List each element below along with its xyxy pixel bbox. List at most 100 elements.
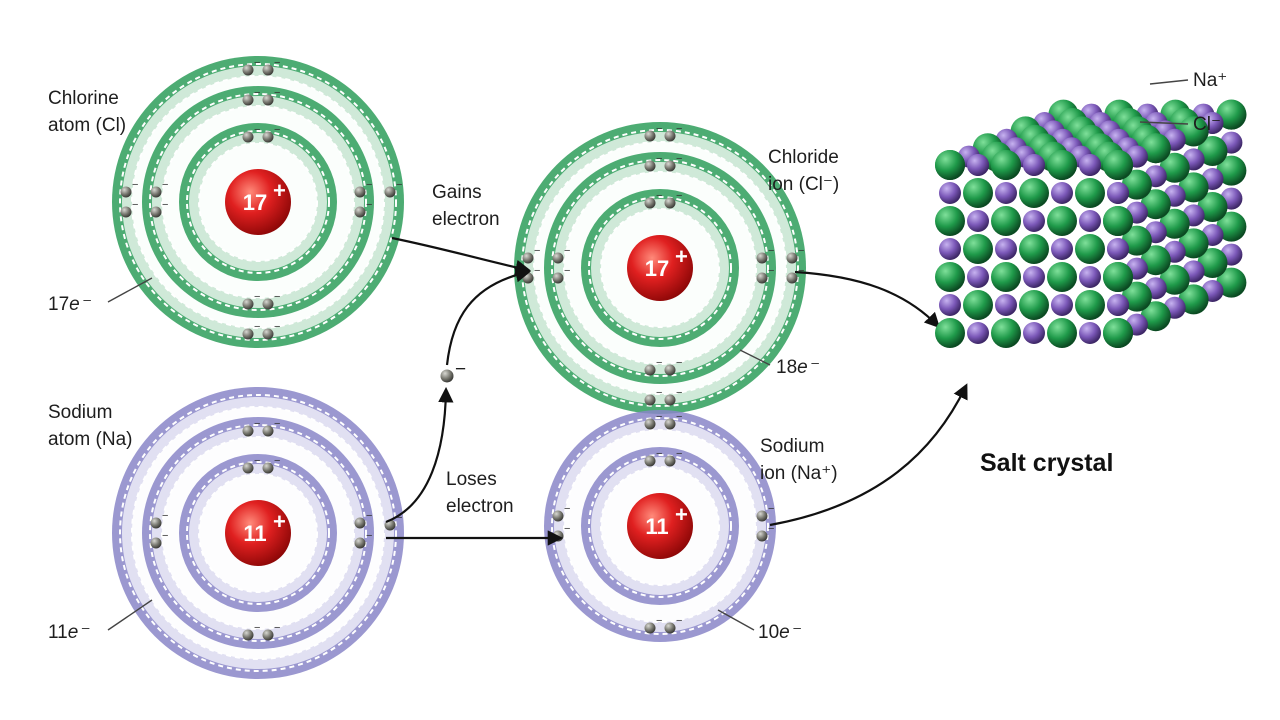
crystal-cl-ion-front-5-3 bbox=[1019, 290, 1049, 320]
crystal-cl-ion-right-1-3 bbox=[1121, 225, 1152, 256]
crystal-cl-ion-front-2-4 bbox=[1047, 206, 1077, 236]
na-ion-shell2-electron-8 bbox=[756, 530, 768, 542]
na-atom-shell2-electron-sign-7: − bbox=[366, 510, 372, 522]
na-leader bbox=[1149, 79, 1189, 85]
cl-ion-shell3-electron-5 bbox=[522, 272, 534, 284]
cl-atom-shell2-electron-1 bbox=[242, 94, 254, 106]
crystal-cl-ion-right-5-1 bbox=[1197, 136, 1228, 166]
na-atom-shell2-electron-sign-8: − bbox=[366, 530, 372, 542]
cl-ion-shell2-electron-sign-7: − bbox=[768, 245, 774, 257]
chlorine-electron-count: 17e⁻ bbox=[48, 294, 92, 315]
crystal-cl-ion-right-4-4 bbox=[1178, 228, 1209, 259]
cl-ion-shell3-electron-8 bbox=[786, 272, 798, 284]
cl-ion-shell1-electron-2 bbox=[664, 197, 676, 209]
na-atom-orbit-dash-inner-2 bbox=[161, 436, 355, 630]
cl-leader bbox=[1139, 121, 1189, 125]
cl-atom-shell3-electron-2 bbox=[262, 64, 274, 76]
crystal-cl-ion-front-1-3 bbox=[1019, 178, 1049, 208]
crystal-cl-ion-front-3-3 bbox=[1019, 234, 1049, 264]
na-atom-shell2-electron-8 bbox=[354, 537, 366, 549]
crystal-na-ion-front-5-2 bbox=[995, 294, 1017, 316]
electron-release-arrow bbox=[385, 386, 454, 524]
cl-atom-shell1-electron-sign-2: − bbox=[274, 124, 280, 136]
cl-atom-nucleus bbox=[225, 169, 291, 235]
crystal-na-ion-front-4-3 bbox=[1023, 266, 1045, 288]
crystal-na-ion-front-5-0 bbox=[939, 294, 961, 316]
na-atom-shell3-electron-sign-1: − bbox=[396, 512, 402, 524]
chloride-ion-label: Chloride ion (Cl⁻) bbox=[768, 147, 844, 195]
sodium-atom-label: Sodium atom (Na) bbox=[48, 402, 132, 450]
cl-ion-shell3-electron-4 bbox=[644, 394, 656, 406]
crystal-cl-ion-right-2-6 bbox=[1140, 301, 1171, 332]
labels: Chlorine atom (Cl) Sodium atom (Na) Gain… bbox=[48, 88, 1113, 643]
na-plus-label: Na⁺ bbox=[1193, 70, 1227, 91]
cl-ion-orbit-dash-inner-3 bbox=[533, 141, 787, 395]
cl-atom-shell3-electron-sign-7: − bbox=[396, 179, 402, 191]
crystal-cl-ion-front-4-2 bbox=[991, 262, 1021, 292]
na-atom-orbit-dash-inner-3 bbox=[131, 406, 385, 660]
cl-atom-shell2-electron-sign-1: − bbox=[254, 87, 260, 99]
crystal-na-ion-front-0-3 bbox=[1023, 154, 1045, 176]
cl-ion-shell2-electron-2 bbox=[664, 160, 676, 172]
cl-ion-shell3-electron-sign-5: − bbox=[534, 265, 540, 277]
crystal-cl-ion-front-4-4 bbox=[1047, 262, 1077, 292]
crystal-cl-ion-right-5-3 bbox=[1197, 192, 1228, 222]
crystal-na-ion-front-5-6 bbox=[1107, 294, 1129, 316]
arrows bbox=[385, 236, 968, 546]
chlorine-atom-label: Chlorine atom (Cl) bbox=[48, 88, 126, 136]
cl-atom-shell2-electron-sign-4: − bbox=[254, 291, 260, 303]
cl-atom-nucleus-label: 17 bbox=[243, 190, 267, 215]
crystal-cl-ion-right-2-2 bbox=[1140, 189, 1171, 220]
crystal-cl-ion-front-0-6 bbox=[1103, 150, 1133, 180]
crystal-cl-ion-front-5-1 bbox=[963, 290, 993, 320]
na-ion-orbit-dash-inner-2 bbox=[563, 429, 757, 623]
na-ion-shell2-electron-5 bbox=[552, 530, 564, 542]
na-atom-shell2-electron-sign-5: − bbox=[162, 530, 168, 542]
na-ion-shell1-electron-sign-1: − bbox=[656, 448, 662, 460]
cl-ion-shell3-electron-7 bbox=[786, 252, 798, 264]
cl-atom-shell1-electron-sign-1: − bbox=[254, 124, 260, 136]
crystal-cl-ion-right-1-5 bbox=[1121, 281, 1152, 312]
crystal-cl-ion-front-5-5 bbox=[1075, 290, 1105, 320]
transferred-electron: − bbox=[440, 359, 466, 383]
na-atom-orbit-dash-inner-1 bbox=[198, 473, 318, 593]
gains-electron-arrow bbox=[391, 236, 532, 275]
crystal-cl-ion-front-4-0 bbox=[935, 262, 965, 292]
cl-atom-shell3-electron-3 bbox=[262, 328, 274, 340]
cl-atom-shell2-electron-sign-6: − bbox=[162, 179, 168, 191]
sodium-ion-electron-leader bbox=[717, 609, 755, 631]
cl-atom-shell2-electron-8 bbox=[354, 206, 366, 218]
crystal-cl-ion-right-3-3 bbox=[1159, 208, 1190, 239]
crystal-na-ion-front-5-4 bbox=[1051, 294, 1073, 316]
cl-ion-shell2-electron-7 bbox=[756, 252, 768, 264]
chloride-electron-count: 18e⁻ bbox=[776, 357, 820, 378]
cl-ion-shell3-electron-3 bbox=[664, 394, 676, 406]
cl-atom-orbit-dash-3 bbox=[119, 63, 397, 341]
cl-ion-orbit-dash-2 bbox=[551, 159, 769, 377]
cl-atom-shell2-electron-7 bbox=[354, 186, 366, 198]
cl-ion-orbit-dash-1 bbox=[588, 196, 732, 340]
na-ion-orbit-dash-inner-1 bbox=[600, 466, 720, 586]
cl-ion-nucleus bbox=[627, 235, 693, 301]
chloride-ion: 17+−−−−−−−−−−−−−−−−−− bbox=[514, 122, 806, 414]
cl-ion-shell3-electron-sign-6: − bbox=[534, 245, 540, 257]
cl-atom-shell3-electron-sign-2: − bbox=[274, 57, 280, 69]
crystal-cl-ion-front-6-4 bbox=[1047, 318, 1077, 348]
sodium-ion-electron-count: 10e⁻ bbox=[758, 622, 802, 643]
salt-crystal bbox=[935, 99, 1247, 348]
na-ion-shell2-electron-sign-1: − bbox=[656, 411, 662, 423]
crystal-na-ion-front-1-4 bbox=[1051, 182, 1073, 204]
crystal-na-ion-front-4-5 bbox=[1079, 266, 1101, 288]
cl-ion-shell3-electron-sign-7: − bbox=[798, 245, 804, 257]
cl-atom-shell1-electron-1 bbox=[242, 131, 254, 143]
crystal-cl-ion-right-2-4 bbox=[1140, 245, 1171, 276]
cl-atom-shell2-electron-sign-3: − bbox=[274, 291, 280, 303]
na-atom-shell2-electron-6 bbox=[150, 517, 162, 529]
crystal-cl-ion-right-6-6 bbox=[1216, 267, 1247, 298]
crystal-cl-ion-right-3-5 bbox=[1159, 264, 1190, 295]
crystal-na-ion-front-2-5 bbox=[1079, 210, 1101, 232]
sodium-ion: 11+−−−−−−−−−− bbox=[544, 410, 776, 642]
na-ion-shell1-electron-sign-2: − bbox=[676, 448, 682, 460]
crystal-cl-ion-front-1-1 bbox=[963, 178, 993, 208]
